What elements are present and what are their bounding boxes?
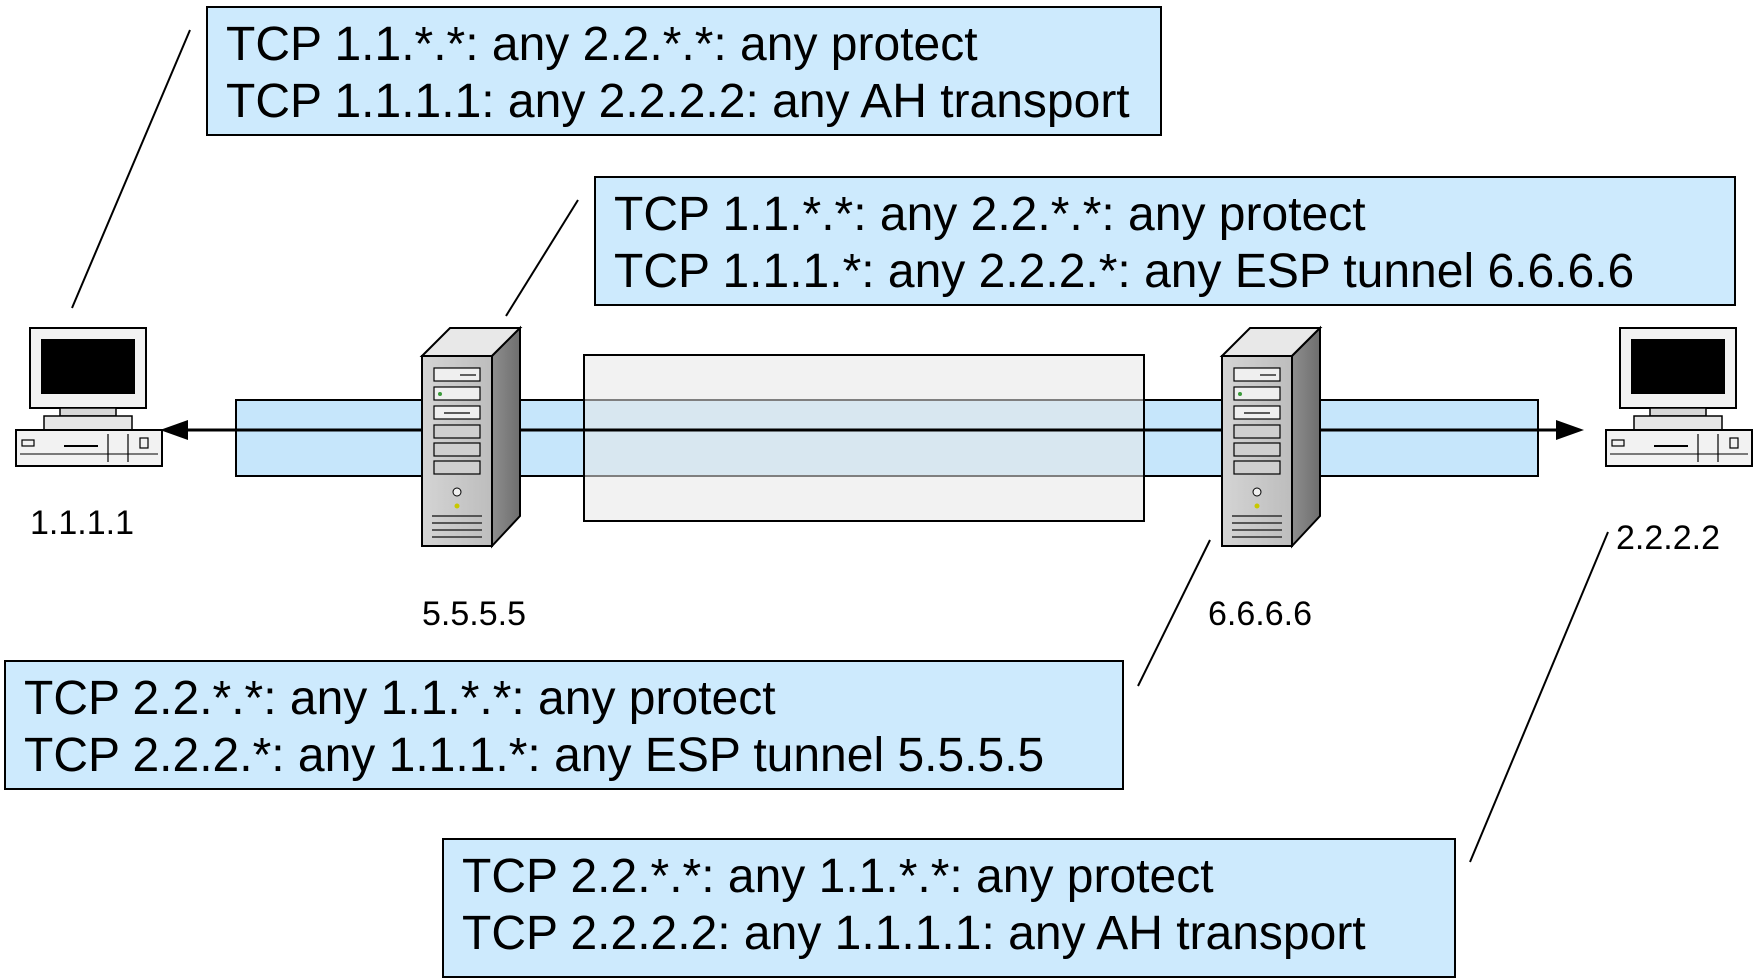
policy-line-protect: TCP 2.2.*.*: any 1.1.*.*: any protect (462, 850, 1214, 903)
policy-line-ipsec: TCP 1.1.1.1: any 2.2.2.2: any AH transpo… (226, 75, 1130, 128)
server-tower-icon (1219, 325, 1323, 549)
policy-line-protect: TCP 1.1.*.*: any 2.2.*.*: any protect (614, 188, 1366, 241)
arrowhead-right-icon (1556, 420, 1584, 440)
policy-box-host-right: TCP 2.2.*.*: any 1.1.*.*: any protect TC… (442, 838, 1456, 978)
gateway-left-address: 5.5.5.5 (422, 595, 526, 633)
policy-line-protect: TCP 2.2.*.*: any 1.1.*.*: any protect (24, 672, 776, 725)
tunnel-band (583, 354, 1145, 522)
policy-box-gateway-left: TCP 1.1.*.*: any 2.2.*.*: any protect TC… (594, 176, 1736, 306)
host-left-address: 1.1.1.1 (30, 504, 134, 542)
policy-line-ipsec: TCP 1.1.1.*: any 2.2.2.*: any ESP tunnel… (614, 245, 1635, 298)
callout-line-host-right (1469, 531, 1609, 863)
arrowhead-left-icon (160, 420, 188, 440)
callout-line-gateway-right (1137, 539, 1211, 687)
callout-line-host-left (71, 29, 191, 309)
policy-line-ipsec: TCP 2.2.2.*: any 1.1.1.*: any ESP tunnel… (24, 729, 1045, 782)
server-tower-icon (419, 325, 523, 549)
policy-box-host-left: TCP 1.1.*.*: any 2.2.*.*: any protect TC… (206, 6, 1162, 136)
host-right-address: 2.2.2.2 (1616, 519, 1720, 557)
policy-line-protect: TCP 1.1.*.*: any 2.2.*.*: any protect (226, 18, 978, 71)
desktop-computer-icon (1605, 327, 1753, 467)
callout-line-gateway-left (505, 199, 579, 317)
policy-box-gateway-right: TCP 2.2.*.*: any 1.1.*.*: any protect TC… (4, 660, 1124, 790)
desktop-computer-icon (15, 327, 163, 467)
policy-line-ipsec: TCP 2.2.2.2: any 1.1.1.1: any AH transpo… (462, 907, 1366, 960)
gateway-right-address: 6.6.6.6 (1208, 595, 1312, 633)
